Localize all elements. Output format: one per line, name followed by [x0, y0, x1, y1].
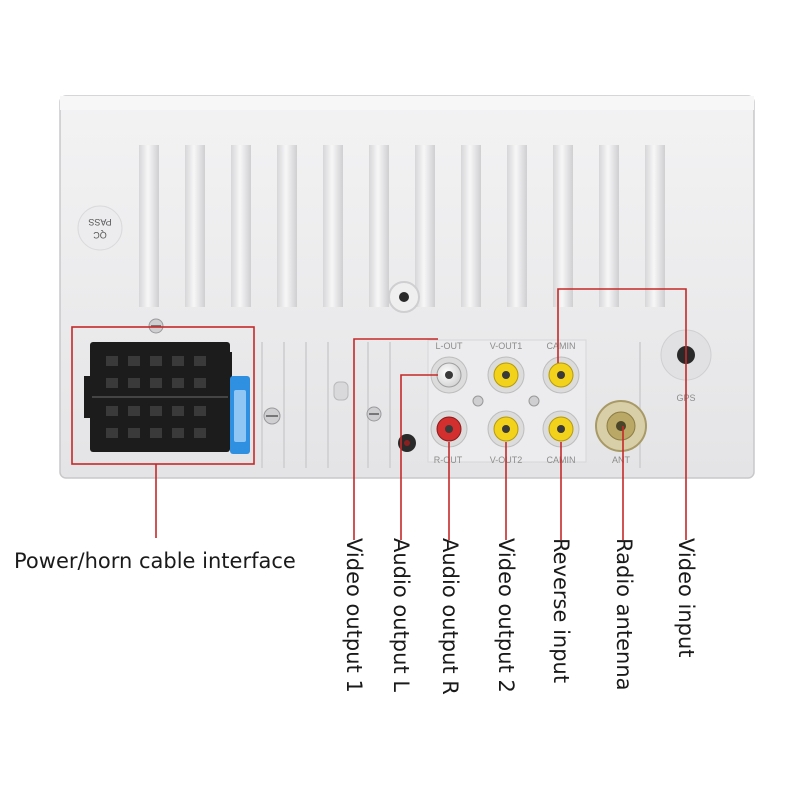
label-reverse-input: Reverse input	[549, 538, 573, 684]
rca-jack-reverse-in	[542, 410, 580, 448]
jack-3-5mm	[398, 434, 416, 452]
fin	[369, 145, 389, 307]
fin	[231, 145, 251, 307]
label-video-output-2: Video output 2	[494, 538, 518, 693]
mount-hole	[388, 281, 420, 313]
label-video-output-1: Video output 1	[342, 538, 366, 693]
port-label-l-out: L-OUT	[436, 341, 464, 351]
fuse	[230, 376, 250, 454]
fin	[553, 145, 573, 307]
callout-lines	[71, 288, 687, 540]
rca-nut	[528, 395, 540, 407]
screw	[366, 406, 382, 422]
label-video-input: Video input	[674, 538, 698, 658]
rca-jack-video-in	[542, 356, 580, 394]
fin	[415, 145, 435, 307]
fin	[599, 145, 619, 307]
pass-text: PASS	[88, 217, 111, 227]
fin	[323, 145, 343, 307]
fin	[139, 145, 159, 307]
label-audio-output-r: Audio output R	[438, 538, 462, 695]
heatsink-fins	[139, 145, 665, 307]
fin	[461, 145, 481, 307]
rca-block: L-OUT V-OUT1 CAMIN R-OUT V-OUT2 CAMIN	[427, 339, 587, 465]
port-label-v-out1: V-OUT1	[490, 341, 523, 351]
fin	[507, 145, 527, 307]
rca-jack-video-out-1	[487, 356, 525, 394]
antenna-port: ANT	[595, 400, 647, 465]
screw	[148, 318, 164, 334]
rca-jack-video-out-2	[487, 410, 525, 448]
housing-top-edge	[60, 96, 754, 110]
screw	[263, 407, 281, 425]
label-radio-antenna: Radio antenna	[612, 538, 636, 691]
port-label-ant: ANT	[612, 455, 631, 465]
fin	[185, 145, 205, 307]
qc-text: QC	[93, 230, 107, 240]
qc-pass-stamp: QC PASS	[77, 205, 123, 251]
rca-jack-audio-l	[430, 356, 468, 394]
callout-box-power	[71, 326, 255, 465]
callout-line-audio-output-l	[400, 374, 438, 540]
fin	[277, 145, 297, 307]
port-label-camin-top: CAMIN	[547, 341, 576, 351]
slot	[333, 381, 349, 401]
label-audio-output-l: Audio output L	[389, 538, 413, 693]
rca-jack-audio-r	[430, 410, 468, 448]
callout-line-video-input	[557, 288, 687, 540]
callout-line-video-output-1	[353, 338, 438, 540]
power-connector	[84, 342, 232, 452]
rca-nut	[472, 395, 484, 407]
label-power-horn-cable: Power/horn cable interface	[14, 549, 296, 573]
fin	[645, 145, 665, 307]
panel-ribs	[261, 342, 641, 468]
